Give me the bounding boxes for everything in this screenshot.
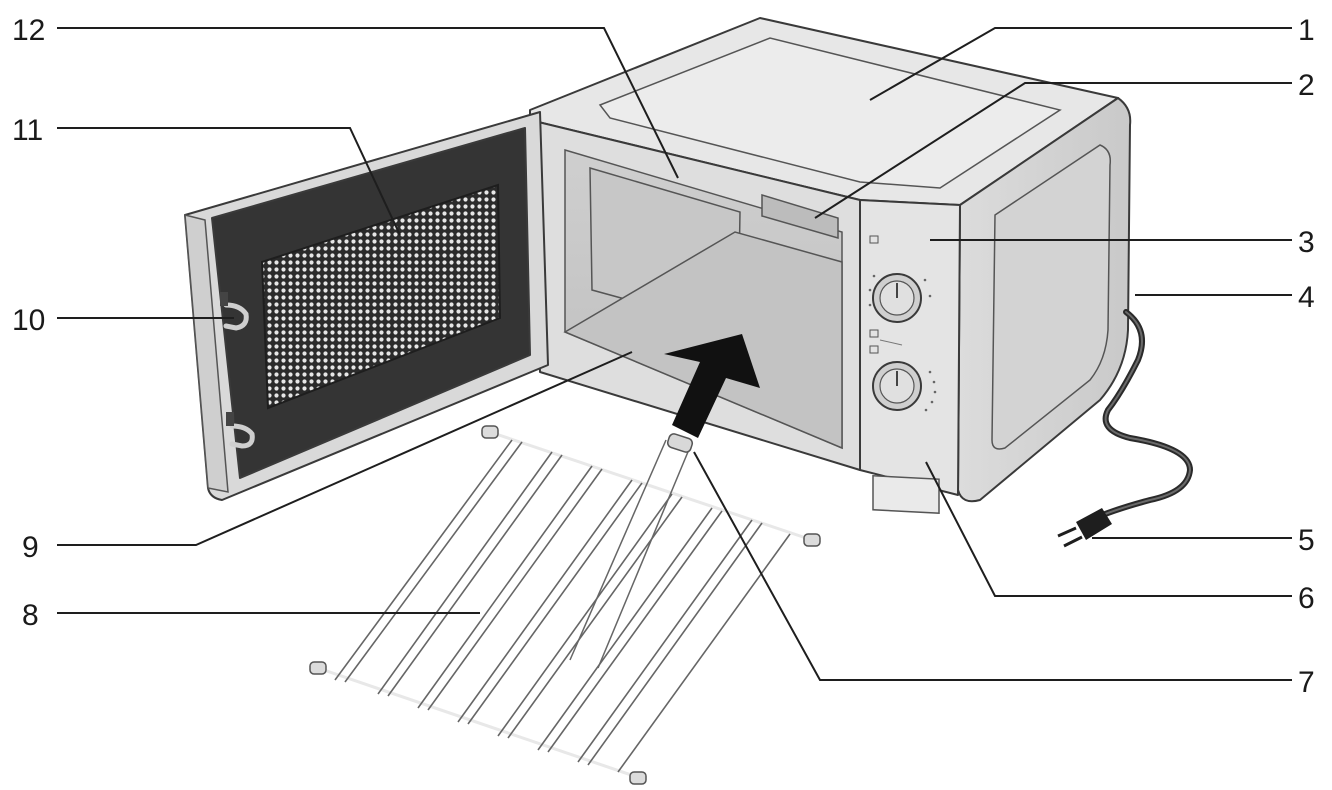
- rack-rails-fill: [317, 430, 813, 780]
- door-latch-hooks: [220, 292, 255, 449]
- casing-side-panel: [991, 144, 1112, 450]
- plug: [1057, 508, 1112, 548]
- callout-4: 4: [1298, 281, 1315, 314]
- power-cord: [1097, 309, 1194, 519]
- leader-2: [814, 82, 1292, 219]
- leader-6: [925, 461, 1292, 597]
- leader-12: [57, 27, 679, 179]
- callout-1: 1: [1298, 14, 1315, 47]
- waveguide-cover: [761, 193, 839, 239]
- door-edge: [184, 214, 229, 493]
- callout-10: 10: [12, 304, 45, 337]
- leader-9: [57, 351, 633, 546]
- nameplate: [872, 474, 940, 515]
- callout-numbers: 1 2 3 4 5 6 7 8 9 10 11 12: [12, 14, 1315, 699]
- control-panel: [859, 199, 961, 496]
- rack-feet: [309, 425, 821, 785]
- leader-7: [693, 451, 1292, 681]
- leader-lines: [57, 27, 1292, 681]
- callout-8: 8: [22, 599, 39, 632]
- callout-5: 5: [1298, 524, 1315, 557]
- callout-6: 6: [1298, 582, 1315, 615]
- callout-9: 9: [22, 531, 39, 564]
- leader-11: [57, 127, 401, 236]
- callout-3: 3: [1298, 226, 1315, 259]
- cavity-floor: [563, 231, 843, 450]
- leader-1: [869, 27, 1292, 101]
- power-dial: [872, 273, 922, 323]
- door: [184, 111, 549, 501]
- insert-arrow: [664, 334, 760, 438]
- timer-dial: [872, 361, 922, 411]
- callout-11: 11: [12, 114, 43, 147]
- microwave-body: [529, 17, 1132, 515]
- callout-12: 12: [12, 14, 45, 47]
- grill-rack: [309, 425, 821, 785]
- panel-markings: [868, 235, 937, 412]
- door-window: [260, 183, 502, 410]
- rack-wires: [334, 439, 791, 773]
- casing-top-panel: [598, 37, 1062, 189]
- callout-2: 2: [1298, 69, 1315, 102]
- callout-7: 7: [1298, 666, 1315, 699]
